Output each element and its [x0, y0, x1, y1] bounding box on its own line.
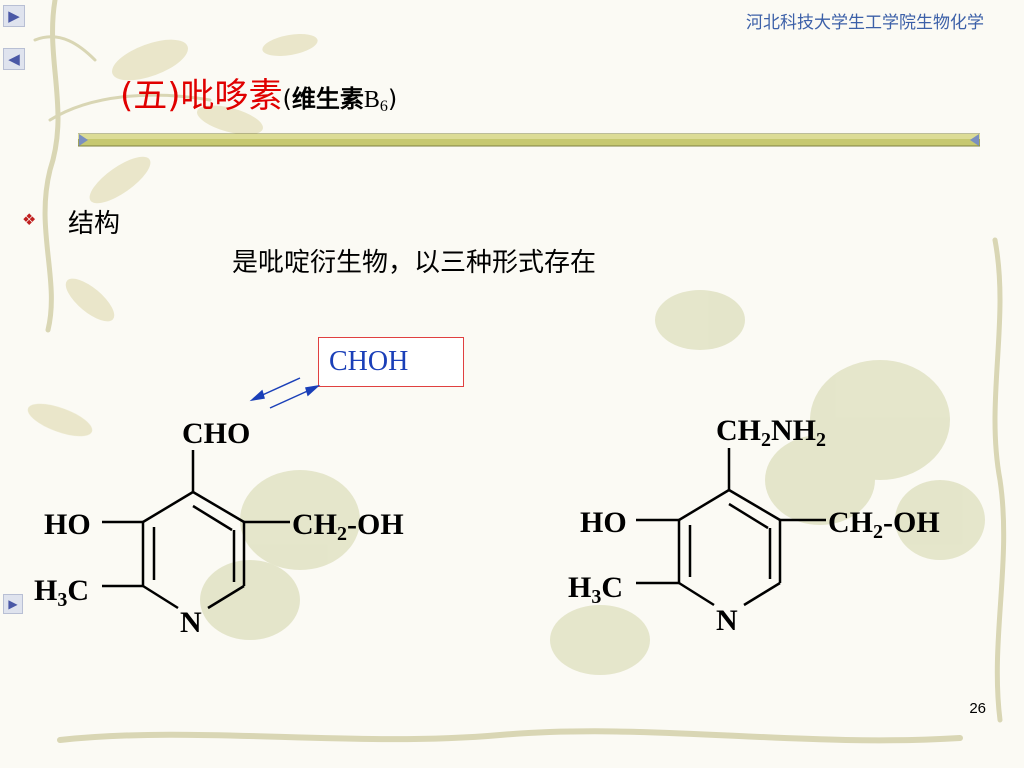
diamond-bullet-icon: ❖: [22, 210, 37, 229]
play-right-small-icon[interactable]: ▶: [3, 594, 23, 614]
section-description: 是吡啶衍生物，以三种形式存在: [232, 248, 597, 278]
title-close-paren: ): [387, 85, 398, 113]
choh-label-box: CHOH: [318, 337, 464, 387]
pyridoxal-n: N: [180, 606, 202, 639]
pyridoxal-h3c: H3C: [34, 574, 89, 611]
pyridoxamine-ch2nh2: CH2NH2: [716, 414, 826, 451]
play-right-icon[interactable]: ▶: [3, 5, 25, 27]
pyridoxamine-ho: HO: [580, 506, 627, 539]
title-main: (五)吡哆素: [120, 76, 283, 116]
pyridoxamine-h3c: H3C: [568, 571, 623, 608]
institution-name: 河北科技大学生工学院生物化学: [746, 13, 984, 33]
pyridoxamine-n: N: [716, 604, 738, 637]
title-divider-bar: [78, 133, 980, 147]
equilibrium-arrows: [249, 377, 321, 409]
play-left-icon[interactable]: ◀: [3, 48, 25, 70]
pyridoxal-ring: [102, 450, 290, 610]
page-number: 26: [969, 700, 986, 717]
title-letter: B: [363, 87, 380, 113]
pyridoxal-ho: HO: [44, 508, 91, 541]
title-sub-label: 维生素: [291, 85, 364, 113]
slide-title: (五)吡哆素(维生素B6): [120, 68, 397, 117]
title-subscript: 6: [379, 98, 388, 115]
pyridoxamine-ring: [636, 448, 826, 607]
title-open-paren: (: [282, 85, 292, 113]
pyridoxal-cho: CHO: [182, 417, 250, 450]
pyridoxal-ch2oh: CH2-OH: [292, 508, 404, 545]
section-heading: 结构: [68, 209, 121, 239]
pyridoxamine-ch2oh: CH2-OH: [828, 506, 940, 543]
